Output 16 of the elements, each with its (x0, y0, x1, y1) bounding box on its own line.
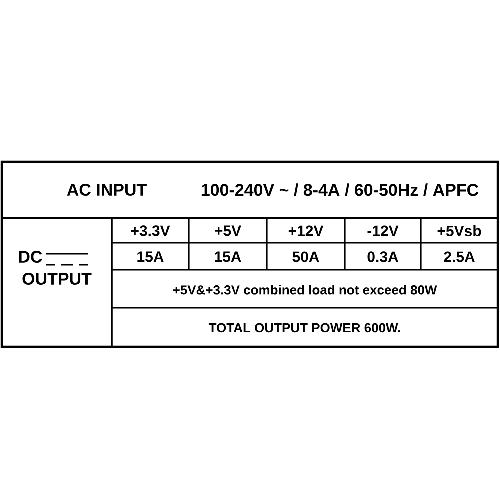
voltage-label: +12V (288, 226, 324, 236)
header-label: DC (19, 250, 42, 264)
total-power-text: TOTAL OUTPUT POWER 600W. (208, 323, 400, 333)
current-value: 15A (138, 252, 164, 262)
current-value: 50A (292, 252, 320, 262)
voltage-label: +5Vsb (438, 226, 482, 236)
current-value: 2.5A (444, 252, 475, 262)
header-label: AC INPUT (67, 184, 147, 196)
note-text: +5V&+3.3V combined load not exceed 80W (173, 285, 438, 295)
current-value: 0.3A (368, 252, 398, 262)
header-label: OUTPUT (22, 272, 92, 286)
input-spec-text: 100-240V ~ / 8-4A / 60-50Hz / APFC (202, 184, 479, 196)
voltage-label: +5V (215, 226, 242, 236)
voltage-label: +3.3V (131, 226, 170, 236)
current-value: 15A (215, 252, 242, 262)
voltage-label: -12V (368, 226, 399, 236)
